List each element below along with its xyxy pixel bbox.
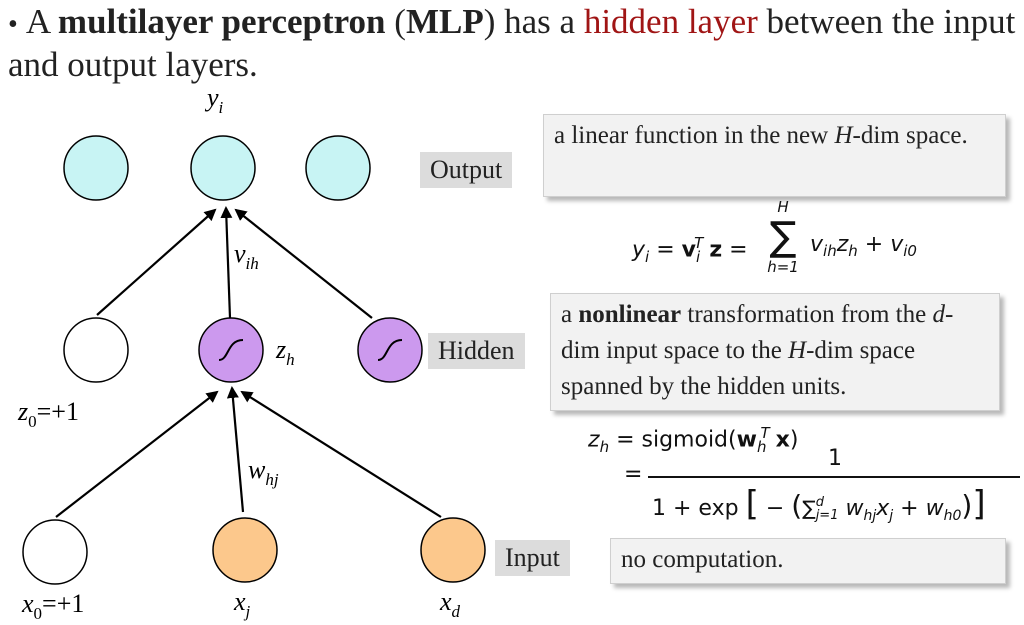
input-node-xd bbox=[420, 517, 486, 583]
note-output: a linear function in the new H-dim space… bbox=[543, 114, 1006, 197]
output-node-3 bbox=[305, 135, 371, 201]
note-input: no computation. bbox=[610, 538, 1006, 584]
hidden-bias-node bbox=[63, 317, 129, 383]
label-whj: whj bbox=[248, 455, 279, 489]
formula-sum: H ∑ h=1 bbox=[767, 198, 799, 276]
formula-numerator: 1 bbox=[828, 446, 842, 471]
label-vih: vih bbox=[234, 239, 259, 273]
label-xj: xj bbox=[233, 587, 251, 621]
bullet: • bbox=[8, 9, 18, 40]
term-mlp: multilayer perceptron bbox=[57, 2, 386, 41]
formula-output-rhs: vihzh + vi0 bbox=[810, 232, 917, 261]
layer-label-output: Output bbox=[420, 152, 513, 188]
edge-z0-y bbox=[96, 208, 217, 316]
note-hidden: a nonlinear transformation from the d-di… bbox=[550, 293, 1000, 411]
label-zh: zh bbox=[275, 335, 295, 369]
label-x0: x0=+1 bbox=[21, 589, 84, 623]
term-hidden-layer: hidden layer bbox=[583, 2, 758, 41]
output-node-1 bbox=[63, 135, 129, 201]
edge-xd-z bbox=[240, 390, 442, 518]
input-node-xj bbox=[212, 517, 278, 583]
hidden-node-zh bbox=[198, 317, 264, 383]
layer-label-hidden: Hidden bbox=[428, 333, 525, 369]
fraction-bar bbox=[648, 476, 1020, 478]
label-xd: xd bbox=[439, 587, 461, 621]
abbr-mlp: MLP bbox=[405, 2, 484, 41]
input-bias-node bbox=[22, 519, 88, 585]
edge-x0-z bbox=[55, 390, 219, 518]
edge-zd-y bbox=[234, 208, 373, 319]
edge-xj-z bbox=[226, 386, 245, 513]
headline: •A multilayer perceptron (MLP) has a hid… bbox=[8, 2, 1016, 84]
label-z0: z0=+1 bbox=[17, 397, 79, 431]
output-node-yi bbox=[190, 135, 256, 201]
sigmoid-icon bbox=[218, 339, 244, 361]
edge-zh-y bbox=[220, 206, 233, 319]
hidden-node-3 bbox=[357, 317, 423, 383]
layer-label-input: Input bbox=[495, 540, 570, 576]
sigmoid-icon bbox=[377, 339, 403, 361]
label-yi: yi bbox=[204, 83, 224, 117]
formula-equals-2: = bbox=[624, 462, 643, 487]
